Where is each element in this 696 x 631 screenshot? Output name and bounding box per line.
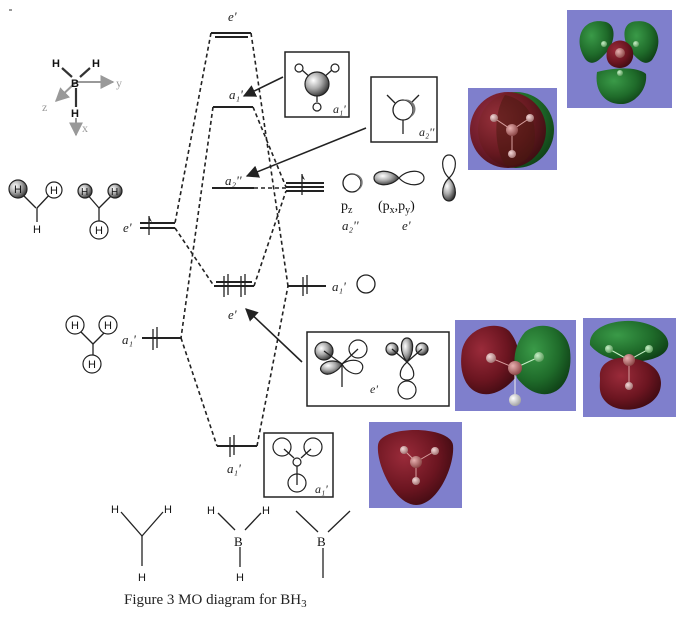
h-label: H xyxy=(71,320,79,332)
h-label: H xyxy=(111,187,118,198)
salc-e-prime-1: H H H xyxy=(8,179,63,236)
h-label: H xyxy=(88,359,96,371)
structure-bh3: H H B H xyxy=(207,505,270,584)
h-label: H xyxy=(164,504,172,516)
h-label: H xyxy=(50,185,58,197)
h-label: H xyxy=(207,505,215,517)
h-label: H xyxy=(262,505,270,517)
level-label: e' xyxy=(228,307,237,322)
orbital-render-a2-double-prime xyxy=(468,88,557,170)
pointer-arrow xyxy=(242,76,284,97)
h-label: H xyxy=(111,504,119,516)
ligand-a1-prime-level: a₁' xyxy=(122,327,181,350)
pointer-arrow xyxy=(245,308,303,363)
y-axis-label: y xyxy=(116,76,122,90)
h-label: H xyxy=(33,224,41,236)
z-axis-arrow xyxy=(54,81,77,102)
level-label: a₁' xyxy=(122,332,136,347)
coordinate-system: H H B H y z x xyxy=(42,58,122,137)
b-label: B xyxy=(234,534,243,549)
h-label: H xyxy=(138,572,146,584)
correlation-lines xyxy=(174,32,289,447)
b-label: B xyxy=(317,534,326,549)
px-orbital-icon xyxy=(373,170,425,186)
salc-a1-prime: H H H xyxy=(65,315,118,374)
h-label: H xyxy=(95,225,103,237)
inset-e-prime-bonding: e' xyxy=(306,331,450,407)
level-label: e' xyxy=(228,9,237,24)
pxpy-label: (px,py) xyxy=(378,199,415,216)
pxpy-symmetry-label: e' xyxy=(402,218,411,233)
boron-s-level: a₁' xyxy=(288,274,376,296)
h-label: H xyxy=(81,187,88,198)
figure-caption: Figure 3 MO diagram for BH3 xyxy=(124,592,307,610)
z-axis-label: z xyxy=(42,100,47,114)
pz-label: pz xyxy=(341,199,353,216)
inset-a2-double-prime: a₂'' xyxy=(370,76,438,143)
pz-symmetry-label: a₂'' xyxy=(342,218,359,233)
mo-e-prime-antibonding: e' xyxy=(211,9,251,38)
inset-a1-prime-bonding: a₁' xyxy=(263,432,334,498)
atom-h-bottom: H xyxy=(71,108,79,120)
orbital-render-e-prime-bonding-1 xyxy=(455,320,576,411)
level-label: e' xyxy=(123,220,132,235)
level-label: a₂'' xyxy=(225,173,242,188)
orbital-render-a1-prime-bonding xyxy=(369,422,462,508)
orbital-render-e-prime-antibonding xyxy=(567,10,672,108)
h-label: H xyxy=(104,320,112,332)
mo-a1-prime-antibonding: a₁' xyxy=(213,87,253,108)
boron-p-level xyxy=(286,174,324,195)
mo-a1-prime-bonding: a₁' xyxy=(217,435,257,476)
inset-label: e' xyxy=(370,382,378,396)
level-label: a₁' xyxy=(227,461,241,476)
orbital-render-e-prime-bonding-2 xyxy=(583,318,676,417)
mo-e-prime-bonding: e' xyxy=(214,274,254,322)
inset-label: a₁' xyxy=(315,482,328,496)
x-axis-label: x xyxy=(82,121,88,135)
py-orbital-icon xyxy=(442,154,456,202)
structure-b-framework: B xyxy=(295,510,351,578)
level-label: a₁' xyxy=(332,279,346,294)
atom-h-right: H xyxy=(92,58,100,70)
pointer-arrow xyxy=(245,127,367,178)
mo-a2-double-prime-nonbonding: a₂'' xyxy=(212,173,254,189)
structure-h3-fragment: H H H xyxy=(111,504,172,584)
pz-orbital-icon xyxy=(342,173,363,193)
ligand-e-prime-level: e' xyxy=(123,216,175,235)
inset-a1-prime-antibonding: a₁' xyxy=(284,51,350,118)
h-label: H xyxy=(236,572,244,584)
atom-boron: B xyxy=(71,78,79,90)
level-label: a₁' xyxy=(229,87,243,102)
salc-e-prime-2: H H H xyxy=(77,183,123,240)
inset-label: a₁' xyxy=(333,102,346,116)
atom-h-left: H xyxy=(52,58,60,70)
s-orbital-icon xyxy=(356,274,376,294)
inset-label: a₂'' xyxy=(419,125,435,139)
h-label: H xyxy=(14,184,22,196)
